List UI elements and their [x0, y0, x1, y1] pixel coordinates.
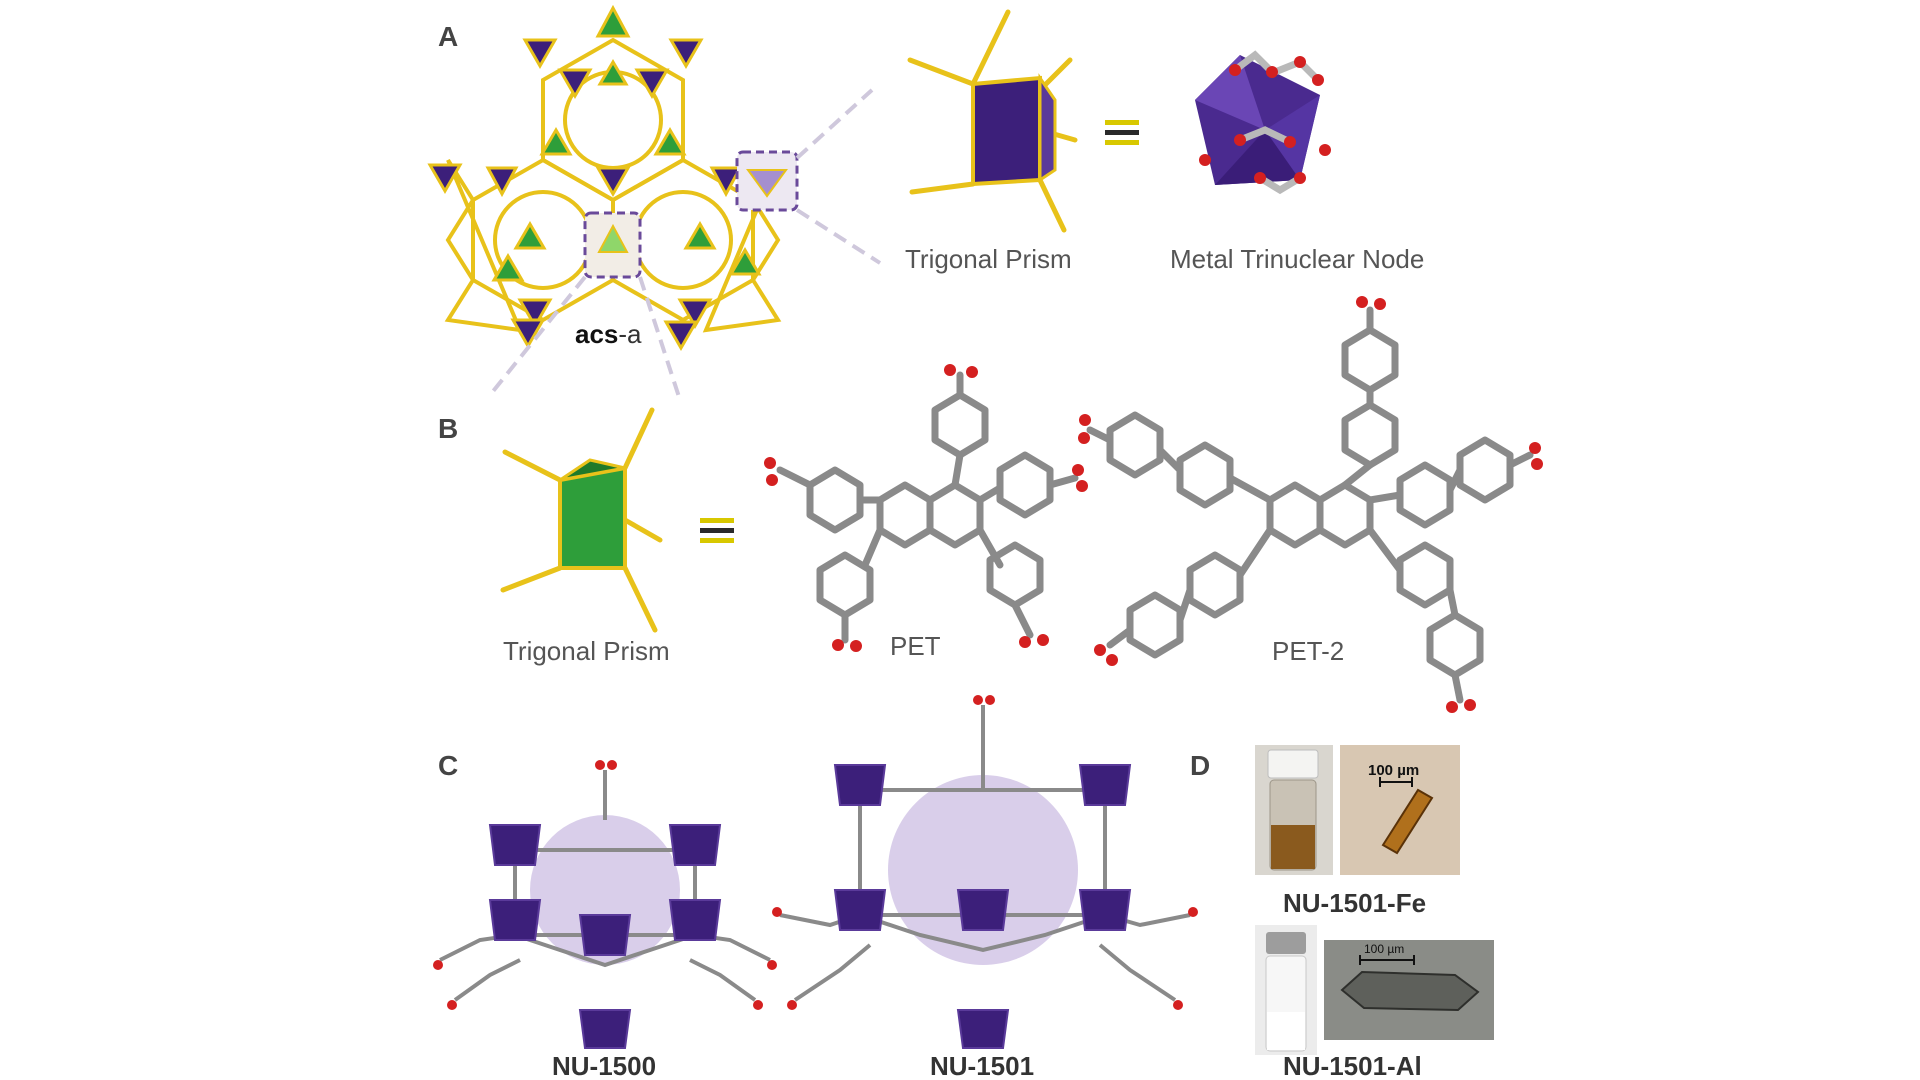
- nu-1501-pore-sphere: [888, 775, 1078, 965]
- equiv-symbol-a: [1105, 120, 1139, 145]
- al-scale-bar-label: 100 µm: [1364, 942, 1404, 956]
- panel-d-letter: D: [1190, 750, 1210, 781]
- nu-1501-al-label: NU-1501-Al: [1283, 1051, 1422, 1080]
- panel-b-prism-label: Trigonal Prism: [503, 636, 670, 666]
- fe-scale-bar-label: 100 µm: [1368, 762, 1419, 779]
- nu-1501-fe-vial-photo: [1255, 745, 1333, 875]
- metal-trinuclear-node: [1195, 50, 1331, 195]
- nu-1500-pore-sphere: [530, 815, 680, 965]
- pet-2-linker-model: [1086, 306, 1534, 704]
- nu-1501-al-vial-photo: [1255, 925, 1317, 1055]
- panel-a-prism-label: Trigonal Prism: [905, 244, 1072, 274]
- nu-1501-structure: [772, 695, 1198, 1049]
- panel-a-node-label: Metal Trinuclear Node: [1170, 244, 1424, 274]
- panel-a-letter: A: [438, 21, 458, 52]
- nu-1501-fe-label: NU-1501-Fe: [1283, 888, 1426, 918]
- panel-c-letter: C: [438, 750, 458, 781]
- nu-1501-al-crystal-photo: 100 µm: [1324, 940, 1494, 1040]
- nu-1501-label: NU-1501: [930, 1051, 1034, 1080]
- zoom-lines: [488, 88, 882, 401]
- nu-1500-structure: [433, 760, 777, 1049]
- pet-2-oxygens: [1078, 296, 1543, 713]
- nu-1501-fe-crystal-photo: 100 µm: [1340, 745, 1460, 875]
- acs-a-label: acs-a: [575, 319, 642, 349]
- pet-2-label: PET-2: [1272, 636, 1344, 666]
- green-trigonal-prism: [500, 407, 663, 633]
- purple-trigonal-prism: [907, 9, 1078, 233]
- equiv-symbol-b: [700, 518, 734, 543]
- acs-a-net: [427, 4, 799, 352]
- pet-oxygens: [764, 364, 1088, 652]
- nu-1500-label: NU-1500: [552, 1051, 656, 1080]
- pet-linker-model: [776, 371, 1079, 644]
- panel-b-letter: B: [438, 413, 458, 444]
- pet-label: PET: [890, 631, 941, 661]
